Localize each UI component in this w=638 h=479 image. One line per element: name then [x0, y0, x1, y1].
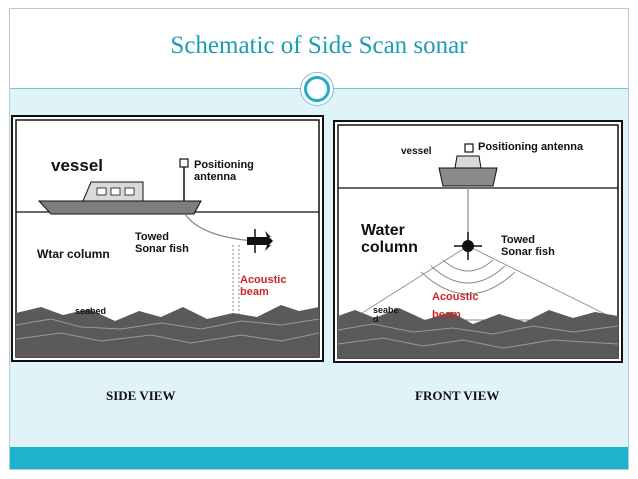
side-view-diagram: vessel Positioning antenna Towed Sonar f…	[11, 115, 324, 362]
towed-sonar-fish-label-line: Towed	[135, 231, 170, 243]
seabed-label: seabed	[75, 306, 107, 316]
seabed-terrain	[338, 308, 618, 358]
vessel-window	[124, 187, 135, 196]
towed-sonar-fish-label-line: Towed	[501, 234, 536, 246]
water-column-label: Water column	[361, 222, 418, 257]
decorative-ring-icon	[304, 76, 330, 102]
vessel-label: vessel	[401, 146, 432, 157]
positioning-antenna-label-line: antenna	[194, 170, 237, 183]
tow-cable	[184, 213, 256, 242]
acoustic-beam-label-line: beam	[240, 285, 269, 298]
slide-title: Schematic of Side Scan sonar	[170, 32, 468, 59]
water-column-label-line: column	[361, 238, 418, 256]
seabed-label: seabe d	[373, 305, 399, 325]
front-view-drawing	[333, 120, 623, 363]
front-view-caption: FRONT VIEW	[415, 388, 500, 403]
towed-sonar-fish-label: Towed Sonar fish	[501, 234, 555, 258]
acoustic-beam-label-line: beam	[432, 308, 461, 321]
sonar-fish-icon	[247, 237, 273, 245]
towed-sonar-fish-label-line: Sonar fish	[501, 245, 555, 258]
vessel-window	[96, 187, 107, 196]
vessel-window	[110, 187, 121, 196]
towed-sonar-fish-label: Towed Sonar fish	[135, 231, 189, 255]
vessel-hull	[438, 167, 498, 187]
side-view-drawing	[11, 115, 324, 362]
positioning-antenna-icon	[179, 158, 189, 168]
water-column-label: Wtar column	[37, 247, 110, 261]
seabed-label-line: seabe	[373, 305, 399, 315]
seabed-terrain	[16, 305, 319, 357]
acoustic-beam-label: Acoustic beam	[240, 274, 287, 298]
footer-accent-bar	[10, 447, 628, 469]
positioning-antenna-icon	[464, 143, 474, 153]
positioning-antenna-label: Positioning antenna	[194, 159, 254, 183]
side-view-caption: SIDE VIEW	[106, 388, 176, 403]
vessel-label: vessel	[51, 156, 103, 175]
acoustic-beam-label-line: Acoustic	[240, 274, 287, 286]
vessel-cabin	[454, 155, 482, 169]
water-column-label-line: Water	[361, 222, 405, 239]
acoustic-beam-label: Acoustic beam	[432, 291, 479, 321]
positioning-antenna-label: Positioning antenna	[478, 141, 584, 153]
vessel-hull	[37, 200, 202, 215]
front-view-diagram: vessel Positioning antenna Water column …	[333, 120, 623, 363]
seabed-label-line: d	[373, 314, 379, 325]
towed-sonar-fish-label-line: Sonar fish	[135, 242, 189, 255]
positioning-antenna-label-line: Positioning	[194, 159, 254, 171]
acoustic-beam-label-line: Acoustic	[432, 291, 479, 303]
